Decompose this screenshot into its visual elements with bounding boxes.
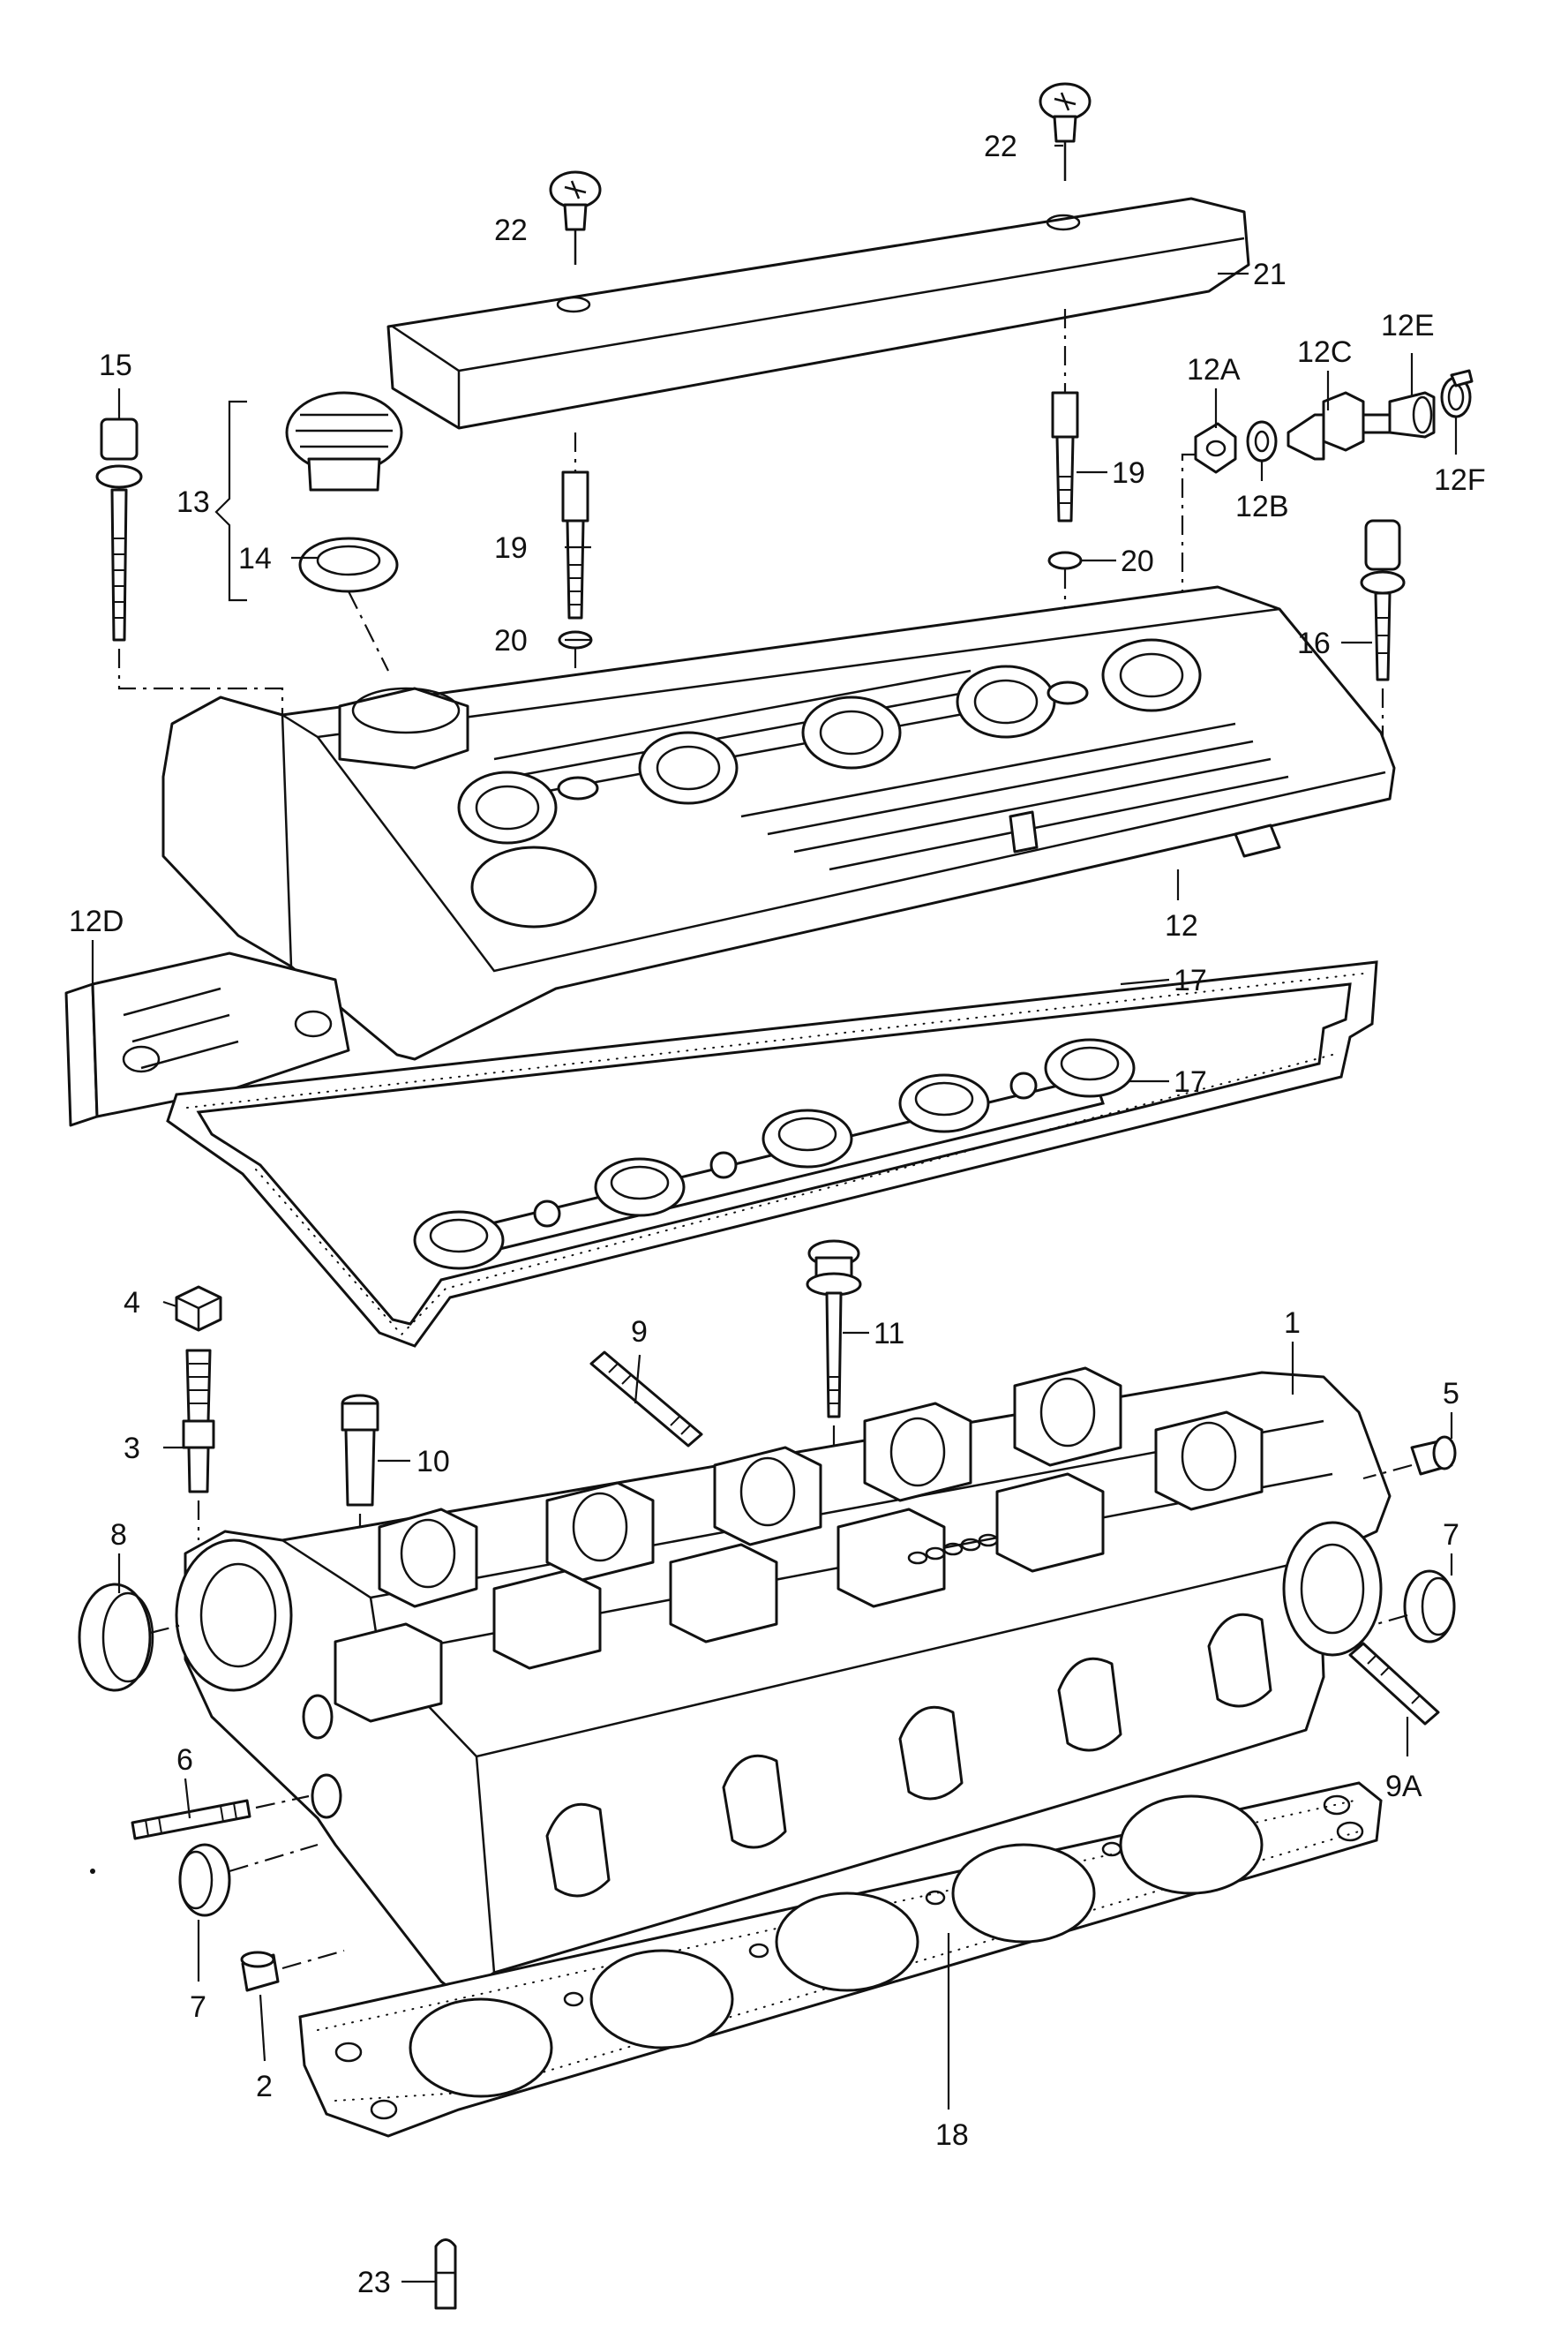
part-23-dowel-pin xyxy=(434,2238,457,2310)
label-17-inner: 17 xyxy=(1174,1065,1207,1099)
part-4-nut xyxy=(175,1285,222,1332)
part-12d-breather-connector xyxy=(64,951,350,1127)
label-12a: 12A xyxy=(1187,353,1241,387)
label-21: 21 xyxy=(1253,258,1287,291)
part-3-stud xyxy=(182,1349,215,1540)
label-14: 14 xyxy=(238,542,272,575)
part-1-cylinder-head xyxy=(175,1366,1392,1997)
stray-dot xyxy=(90,1869,95,1874)
leader-lines xyxy=(91,144,1458,2283)
part-6-stud xyxy=(131,1794,310,1840)
label-4: 4 xyxy=(124,1286,140,1320)
part-10-sleeve xyxy=(341,1394,379,1589)
label-12e: 12E xyxy=(1381,309,1435,342)
label-9a: 9A xyxy=(1385,1770,1422,1803)
label-13: 13 xyxy=(176,485,210,519)
bracket-13-14 xyxy=(214,400,247,602)
label-3: 3 xyxy=(124,1432,140,1465)
label-15: 15 xyxy=(99,349,132,382)
part-18-head-gasket xyxy=(298,1781,1383,2138)
part-15-bolt xyxy=(95,417,284,733)
part-19-stud-left xyxy=(561,432,589,620)
label-20-left: 20 xyxy=(494,624,528,658)
part-12f-clip xyxy=(1440,369,1474,418)
label-2: 2 xyxy=(256,2070,273,2103)
part-9-stud xyxy=(589,1350,703,1448)
label-5: 5 xyxy=(1443,1377,1459,1410)
label-12d: 12D xyxy=(69,905,124,938)
callout-labels: 21 22 22 19 19 20 20 13 14 15 16 12A 12B… xyxy=(69,130,1486,2299)
label-7-left: 7 xyxy=(190,1990,206,2024)
part-22-screw-right xyxy=(1039,82,1092,181)
part-14-seal xyxy=(298,537,399,672)
part-13-filler-cap xyxy=(285,391,403,492)
part-7-plug-right xyxy=(1376,1569,1456,1643)
label-22-left: 22 xyxy=(494,214,528,247)
label-19-right: 19 xyxy=(1112,456,1145,490)
label-12b: 12B xyxy=(1235,490,1289,523)
part-12b-washer xyxy=(1246,420,1278,463)
part-19-stud-right xyxy=(1051,309,1079,523)
label-12: 12 xyxy=(1165,909,1198,943)
part-7-plug-left xyxy=(178,1843,319,1917)
part-22-screw-left xyxy=(549,170,602,265)
label-10: 10 xyxy=(416,1445,450,1478)
label-7-right: 7 xyxy=(1443,1518,1459,1552)
part-11-head-bolt xyxy=(806,1239,862,1553)
label-20-right: 20 xyxy=(1121,545,1154,578)
label-16: 16 xyxy=(1297,627,1331,660)
label-8: 8 xyxy=(110,1518,127,1552)
part-12a-nut xyxy=(1164,422,1237,623)
label-23: 23 xyxy=(357,2266,391,2299)
label-6: 6 xyxy=(176,1743,193,1777)
label-18: 18 xyxy=(935,2118,969,2152)
label-17-outer: 17 xyxy=(1174,964,1207,997)
label-22-right: 22 xyxy=(984,130,1017,163)
part-9a-stud xyxy=(1348,1642,1440,1726)
label-12f: 12F xyxy=(1434,463,1486,497)
part-12-valve-cover xyxy=(161,585,1396,1061)
label-12c: 12C xyxy=(1297,335,1352,369)
part-21-cover-trim xyxy=(386,197,1250,430)
label-1: 1 xyxy=(1284,1306,1301,1340)
part-17-spark-plug-seals xyxy=(413,1038,1136,1270)
part-2-dowel-sleeve xyxy=(240,1949,345,1992)
part-5-plug xyxy=(1362,1435,1457,1480)
label-19-left: 19 xyxy=(494,531,528,565)
part-12c-sender xyxy=(1287,391,1392,461)
part-12e-boot xyxy=(1388,391,1436,439)
label-9: 9 xyxy=(631,1315,648,1349)
part-16-bolt xyxy=(1360,519,1406,750)
part-8-oil-seal xyxy=(78,1583,186,1692)
label-11: 11 xyxy=(874,1317,904,1350)
